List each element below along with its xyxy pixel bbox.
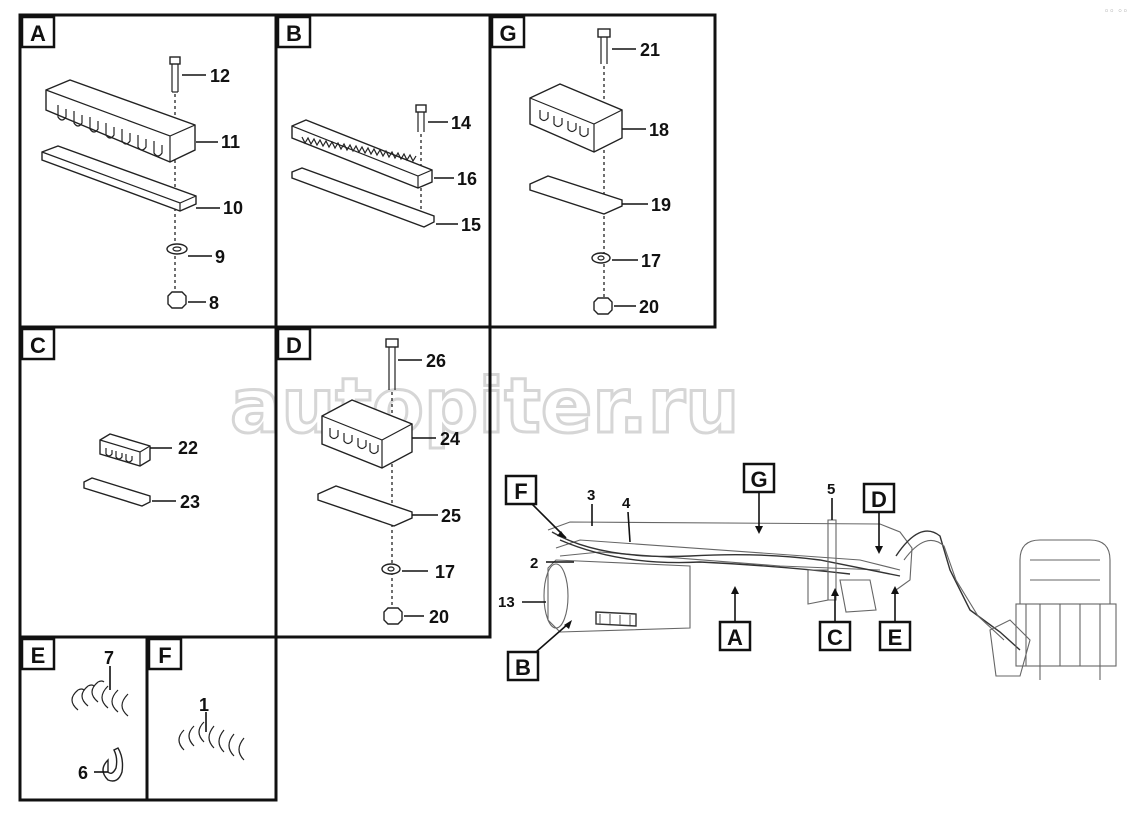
svg-text:F: F: [514, 479, 527, 504]
svg-text:D: D: [871, 487, 887, 512]
callout-21: 21: [640, 40, 660, 60]
overview-label-f: [504, 474, 538, 506]
callout-1: 1: [199, 695, 209, 715]
panel-f-label: F: [147, 637, 183, 671]
overview-label-b: [506, 650, 540, 682]
panel-g: [488, 13, 717, 329]
panel-a-drawing: 12 11 10 9 8: [41, 56, 243, 313]
panel-d-label: D: [276, 327, 312, 361]
panel-a-label: A: [20, 15, 56, 49]
overview-label-a: [718, 620, 752, 652]
svg-text:E: E: [31, 643, 46, 668]
overview-part-3: 3: [587, 487, 595, 504]
overview-callouts: F G D A C E B 3 4: [498, 462, 912, 682]
corner-mark: ◦◦ ◦◦: [1104, 7, 1128, 17]
svg-text:G: G: [750, 467, 767, 492]
callout-17-g: 17: [641, 251, 661, 271]
panel-e-label: E: [20, 637, 56, 671]
panel-c-drawing: 22 23: [83, 433, 200, 512]
panel-b-label: B: [276, 15, 312, 49]
svg-text:C: C: [827, 625, 843, 650]
callout-22: 22: [178, 438, 198, 458]
panel-e-drawing: 7 6: [71, 648, 129, 783]
callout-12: 12: [210, 66, 230, 86]
callout-20-d: 20: [429, 607, 449, 627]
panel-f: [145, 635, 278, 802]
callout-26: 26: [426, 351, 446, 371]
overview-part-2: 2: [530, 555, 538, 572]
callout-24: 24: [440, 429, 460, 449]
callout-9: 9: [215, 247, 225, 267]
callout-10: 10: [223, 198, 243, 218]
overview-label-g: [742, 462, 776, 494]
callout-14: 14: [451, 113, 471, 133]
svg-text:A: A: [727, 625, 743, 650]
svg-text:D: D: [286, 333, 302, 358]
svg-text:G: G: [499, 21, 516, 46]
overview-part-13: 13: [498, 594, 515, 611]
panel-f-drawing: 1: [178, 695, 245, 761]
overview-part-5: 5: [827, 481, 835, 498]
callout-15: 15: [461, 215, 481, 235]
callout-17-d: 17: [435, 562, 455, 582]
svg-text:B: B: [286, 21, 302, 46]
overview-label-c: [818, 620, 852, 652]
panel-c-label: C: [20, 327, 56, 361]
callout-11: 11: [221, 132, 240, 152]
panel-d: [274, 325, 492, 639]
panel-a: [18, 13, 278, 329]
panel-b-drawing: 14 16 15: [291, 104, 481, 235]
svg-text:B: B: [515, 655, 531, 680]
callout-25: 25: [441, 506, 461, 526]
machine-overview: [543, 519, 1117, 680]
panel-g-drawing: 21 18 19 17 20: [529, 28, 671, 317]
svg-text:E: E: [888, 625, 903, 650]
svg-text:C: C: [30, 333, 46, 358]
callout-19: 19: [651, 195, 671, 215]
callout-6: 6: [78, 763, 88, 783]
svg-text:F: F: [158, 643, 171, 668]
callout-8: 8: [209, 293, 219, 313]
panel-d-drawing: 26 24 25 17 20: [317, 338, 461, 627]
panel-g-label: G: [490, 15, 526, 49]
callout-20-g: 20: [639, 297, 659, 317]
callout-18: 18: [649, 120, 669, 140]
overview-part-4: 4: [622, 495, 631, 512]
watermark-text: autopiter.ru: [230, 361, 739, 450]
callout-23: 23: [180, 492, 200, 512]
callout-16: 16: [457, 169, 477, 189]
svg-text:A: A: [30, 21, 46, 46]
callout-7: 7: [104, 648, 114, 668]
